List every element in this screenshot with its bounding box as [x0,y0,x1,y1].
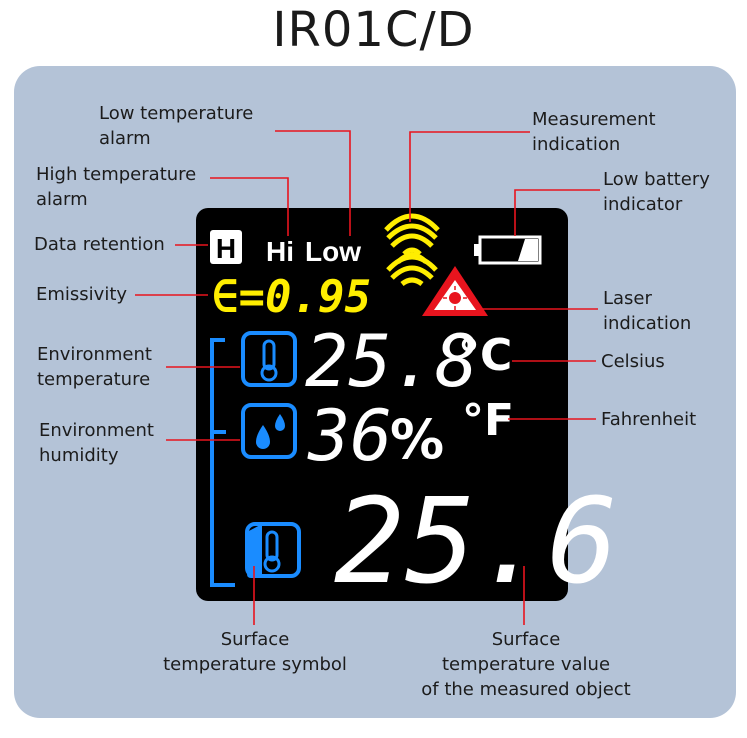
environment-temperature-value: 25.8 [305,319,478,403]
hold-icon: H [210,230,242,264]
hold-symbol: H [216,233,236,264]
battery-icon [474,235,542,265]
label-data-retention: Data retention [34,234,165,255]
label-fahrenheit: Fahrenheit [601,409,697,430]
label-measurement-indication: Measurement indication [532,109,656,155]
label-environment-temperature: Environment temperature [37,344,152,390]
label-surface-temperature-symbol: Surface temperature symbol [163,629,347,675]
label-laser-indication: Laser indication [603,288,692,334]
thermometer-icon [241,331,297,387]
label-high-temperature-alarm: High temperature alarm [36,164,197,210]
leader-lines [135,130,600,625]
surface-temperature-value: 25.6 [334,472,618,610]
laser-warning-icon [422,266,488,316]
label-low-temperature-alarm: Low temperature alarm [99,103,254,149]
hi-indicator: Hi [266,236,294,267]
droplet-icon [241,403,297,459]
sensor-bracket [210,338,235,587]
percent-sign: % [390,408,444,471]
signal-waves-icon [384,213,440,287]
low-indicator: Low [305,236,361,267]
fahrenheit-unit: °F [462,395,514,446]
celsius-unit: °C [458,330,512,381]
surface-thermometer-icon [245,522,301,578]
label-celsius: Celsius [601,351,665,372]
page-title: IR01C/D [272,2,475,58]
label-low-battery-indicator: Low battery indicator [603,169,710,215]
label-emissivity: Emissivity [36,284,128,305]
label-environment-humidity: Environment humidity [39,420,154,466]
emissivity-value: ∈=0.95 [212,272,371,323]
label-surface-temperature-value: Surface temperature value of the measure… [421,629,631,700]
humidity-value: 36 [307,395,392,477]
